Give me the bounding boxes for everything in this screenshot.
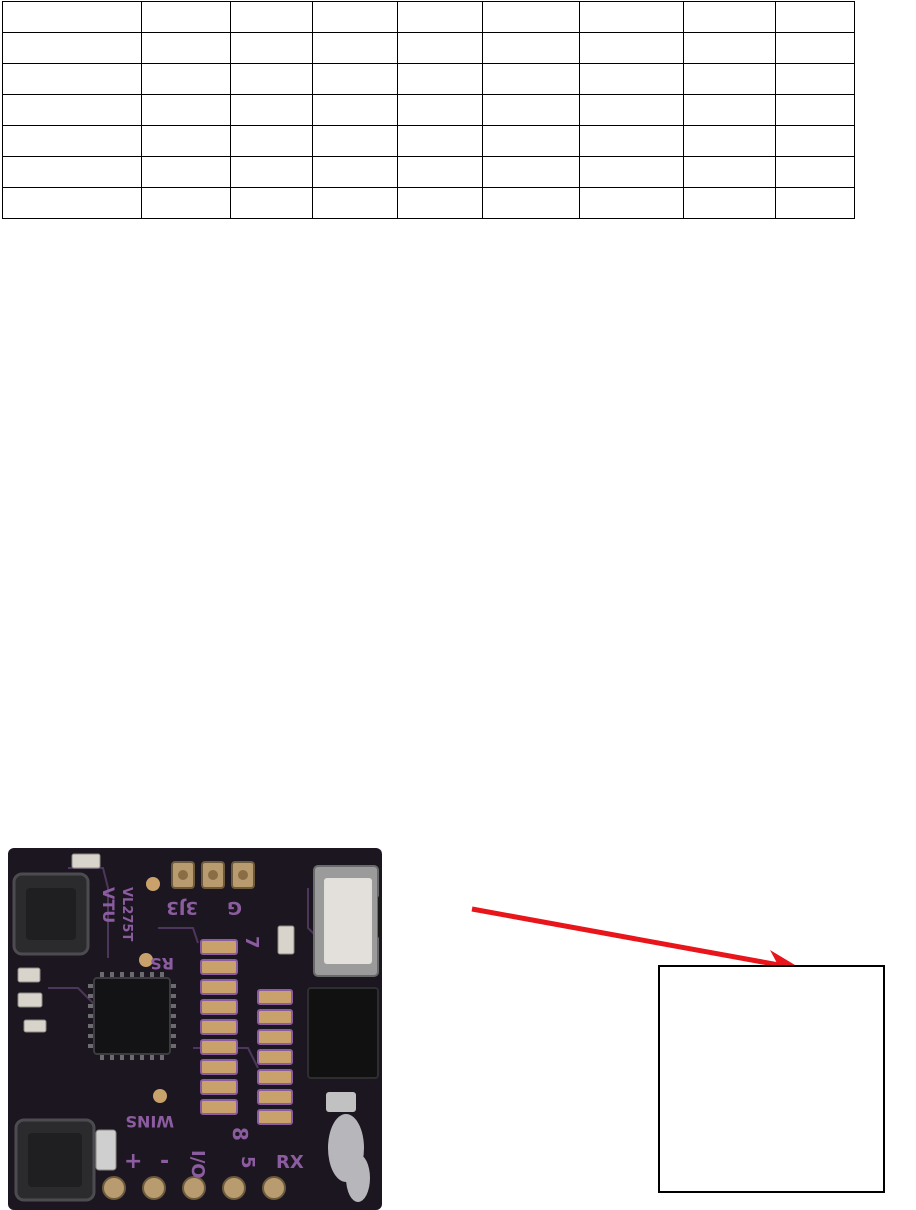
callout-box (658, 965, 885, 1193)
table-cell (397, 156, 483, 188)
table-cell (141, 94, 231, 126)
table-row (2, 63, 855, 95)
table-cell (683, 94, 776, 126)
table-cell (312, 156, 398, 188)
table-cell (579, 63, 684, 95)
table-cell (2, 187, 142, 219)
table-cell (230, 63, 313, 95)
table-cell (683, 32, 776, 64)
silk-7: 7 (241, 936, 262, 949)
table-cell (230, 125, 313, 157)
table-row (2, 187, 855, 219)
table-cell (683, 63, 776, 95)
table-cell (141, 1, 231, 33)
table-row (2, 1, 855, 33)
arrow-shaft (471, 906, 791, 970)
table-cell (230, 156, 313, 188)
silk-5: 5 (237, 1156, 258, 1169)
table-cell (482, 187, 580, 219)
table-cell (579, 32, 684, 64)
table-cell (775, 187, 855, 219)
table-cell (397, 125, 483, 157)
table-cell (579, 1, 684, 33)
table-cell (397, 63, 483, 95)
table-cell (579, 156, 684, 188)
table-row (2, 94, 855, 126)
table-cell (397, 1, 483, 33)
silk-vtu: VTU (99, 887, 118, 923)
table-row (2, 125, 855, 157)
silk-g: G (227, 897, 242, 918)
table-cell (775, 125, 855, 157)
table-cell (775, 32, 855, 64)
table-cell (230, 32, 313, 64)
table-cell (312, 32, 398, 64)
silk-part: VL275T (119, 887, 134, 941)
table-cell (141, 125, 231, 157)
table-cell (775, 1, 855, 33)
silk-minus: - (160, 1149, 169, 1174)
table-cell (141, 63, 231, 95)
table-cell (312, 94, 398, 126)
table-row (2, 32, 855, 64)
silk-8: 8 (228, 1127, 252, 1141)
table-cell (775, 63, 855, 95)
table-cell (312, 187, 398, 219)
table-cell (683, 1, 776, 33)
table-cell (683, 156, 776, 188)
table-cell (397, 32, 483, 64)
table-cell (579, 187, 684, 219)
table-cell (2, 94, 142, 126)
silk-rx: RX (276, 1152, 304, 1173)
table-cell (775, 94, 855, 126)
silk-io: I/O (187, 1150, 208, 1179)
table-cell (775, 156, 855, 188)
table-cell (482, 94, 580, 126)
table-cell (2, 1, 142, 33)
table-cell (397, 94, 483, 126)
silk-plus: + (124, 1149, 142, 1174)
table-cell (683, 125, 776, 157)
table-cell (230, 94, 313, 126)
silk-wins: WINS (125, 1112, 174, 1131)
table-cell (312, 1, 398, 33)
table-cell (312, 63, 398, 95)
table-cell (482, 63, 580, 95)
table-cell (141, 156, 231, 188)
table-cell (2, 125, 142, 157)
table-row (2, 156, 855, 188)
table-cell (141, 32, 231, 64)
table-cell (2, 156, 142, 188)
table-cell (230, 1, 313, 33)
table-cell (482, 32, 580, 64)
silk-3j3: 3J3 (166, 897, 198, 918)
silk-rs: RS (150, 954, 174, 973)
pcb-photo: 3J3 G RS VTU VL275T WINS 8 7 + - I/O 5 R… (8, 848, 382, 1210)
table-cell (482, 1, 580, 33)
table-cell (482, 156, 580, 188)
table-cell (2, 32, 142, 64)
table-cell (312, 125, 398, 157)
table-cell (482, 125, 580, 157)
table-cell (683, 187, 776, 219)
table-cell (579, 94, 684, 126)
table-cell (141, 187, 231, 219)
empty-data-table (2, 1, 855, 219)
table-cell (397, 187, 483, 219)
table-cell (579, 125, 684, 157)
table-cell (230, 187, 313, 219)
table-cell (2, 63, 142, 95)
